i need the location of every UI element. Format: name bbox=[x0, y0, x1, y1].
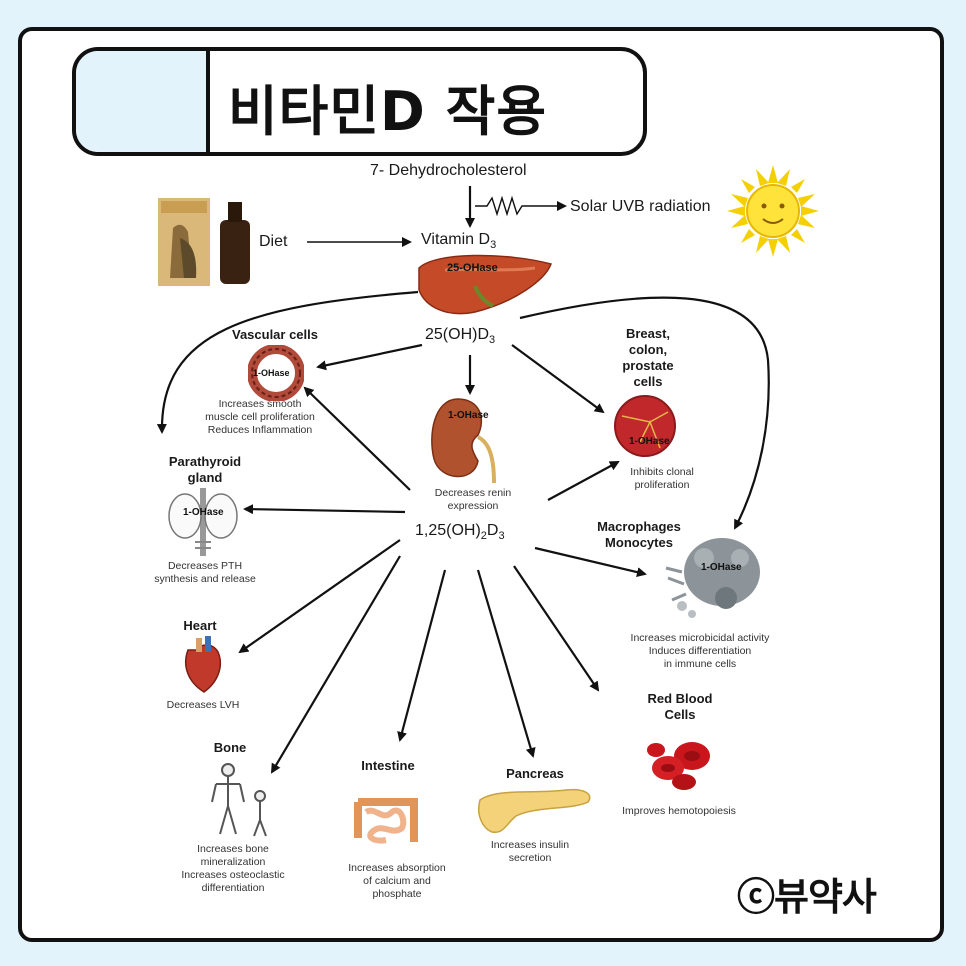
uvb-label: Solar UVB radiation bbox=[570, 198, 711, 215]
parathyroid-image bbox=[168, 488, 238, 556]
arrow-calcitriol-to-rbc bbox=[513, 565, 600, 692]
macrophage-image bbox=[665, 538, 760, 618]
sun-icon bbox=[727, 165, 819, 257]
title-accent-block bbox=[76, 51, 210, 152]
red-blood-cells-image bbox=[647, 742, 710, 790]
diet-label: Diet bbox=[259, 233, 288, 250]
arrow-calcitriol-to-vascular bbox=[303, 386, 411, 491]
pancreas-title: Pancreas bbox=[506, 766, 564, 781]
heart-title: Heart bbox=[183, 618, 217, 633]
parathyroid-enzyme-label: 1-OHase bbox=[183, 507, 224, 518]
cod-liver-oil-image bbox=[158, 198, 250, 286]
vascular-enzyme-label: 1-OHase bbox=[253, 368, 290, 378]
copyright-mark: ⓒ뷰약사 bbox=[737, 875, 877, 919]
page-title: 비타민D 작용 bbox=[228, 80, 548, 143]
vascular-effect: Increases smooth muscle cell proliferati… bbox=[205, 398, 315, 436]
arrow-calcidiol-to-breast bbox=[511, 344, 605, 414]
arrow-calcitriol-to-pancreas bbox=[476, 569, 536, 758]
intestine-title: Intestine bbox=[361, 758, 415, 773]
liver-enzyme-label: 25-OHase bbox=[447, 262, 498, 274]
arrow-calcitriol-to-parathyroid bbox=[243, 504, 406, 515]
arrow-calcitriol-to-heart bbox=[238, 539, 401, 654]
vascular-ring-image bbox=[248, 345, 304, 401]
intestine-image bbox=[354, 798, 418, 844]
title-banner: 비타민D 작용 bbox=[72, 47, 647, 156]
arrow-calcitriol-to-bone bbox=[270, 555, 401, 774]
arrow-calcitriol-to-breast bbox=[547, 461, 620, 501]
rbc-effect: Improves hemotopoiesis bbox=[622, 805, 736, 817]
calcitriol-label: 1,25(OH)2D3 bbox=[415, 522, 505, 543]
calcidiol-label: 25(OH)D3 bbox=[425, 326, 496, 347]
uvb-wave bbox=[475, 195, 567, 217]
pancreas-image bbox=[478, 788, 591, 833]
cancer-cell-image bbox=[614, 395, 676, 457]
liver-image bbox=[418, 254, 552, 315]
arrow-calcidiol-to-vascular bbox=[316, 343, 423, 371]
heart-effect: Decreases LVH bbox=[166, 699, 240, 711]
breast-enzyme-label: 1-OHase bbox=[629, 436, 670, 447]
content-card bbox=[18, 27, 944, 942]
heart-image bbox=[184, 636, 222, 693]
vitamin-d3-label: Vitamin D3 bbox=[421, 231, 497, 252]
arrow-liver-to-macrophage bbox=[519, 296, 770, 530]
kidney-image bbox=[431, 398, 496, 484]
precursor-label: 7- Dehydrocholesterol bbox=[370, 162, 527, 179]
arrow-liver-to-parathyroid bbox=[156, 290, 419, 434]
macrophage-enzyme-label: 1-OHase bbox=[701, 562, 742, 573]
kidney-enzyme-label: 1-OHase bbox=[448, 410, 489, 421]
arrow-calcitriol-to-macrophage bbox=[534, 546, 647, 578]
skeleton-image bbox=[211, 763, 267, 837]
arrow-calcitriol-to-intestine bbox=[397, 569, 447, 742]
bone-title: Bone bbox=[213, 740, 247, 755]
vascular-title: Vascular cells bbox=[231, 327, 318, 342]
